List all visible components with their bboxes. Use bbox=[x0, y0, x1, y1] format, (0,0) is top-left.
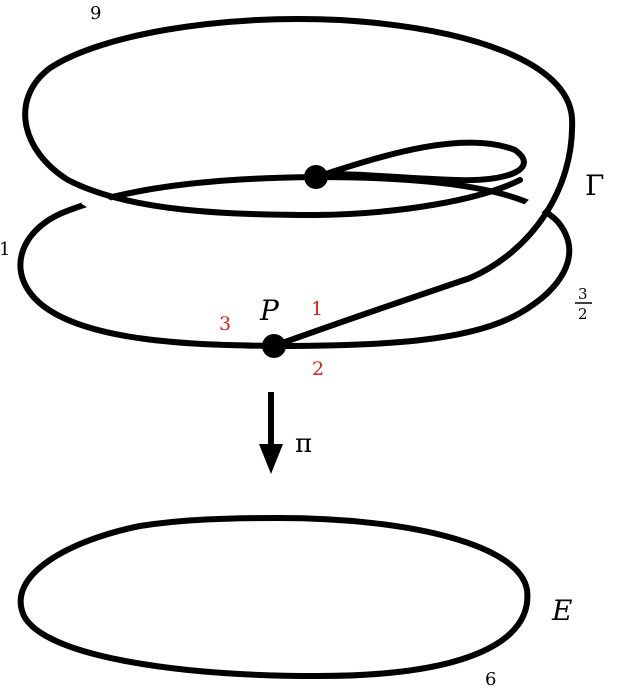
base-curve-e bbox=[17, 515, 531, 679]
projection-pi-label: π bbox=[295, 429, 312, 459]
right-multiplicity-numerator: 3 bbox=[578, 285, 588, 303]
right-multiplicity-denominator: 2 bbox=[578, 305, 588, 323]
point-p-dot bbox=[262, 334, 286, 358]
base-multiplicity-label: 6 bbox=[485, 669, 496, 689]
base-curve-e-label: E bbox=[551, 594, 572, 627]
node-dot bbox=[304, 165, 328, 189]
top-multiplicity-label: 9 bbox=[90, 3, 101, 24]
crossing-gap-left bbox=[81, 188, 121, 222]
branch-1-label: 1 bbox=[311, 298, 323, 320]
crossing-gap-right bbox=[513, 189, 552, 229]
branch-3-label: 3 bbox=[219, 313, 231, 335]
gamma-label: Γ bbox=[585, 169, 604, 202]
branch-2-label: 2 bbox=[312, 358, 324, 380]
gamma-big-loop bbox=[22, 15, 576, 349]
point-p-label: P bbox=[259, 294, 280, 327]
left-multiplicity-label: 1 bbox=[0, 239, 10, 260]
projection-arrow-head bbox=[259, 444, 283, 474]
gamma-upper-loop bbox=[313, 139, 527, 184]
